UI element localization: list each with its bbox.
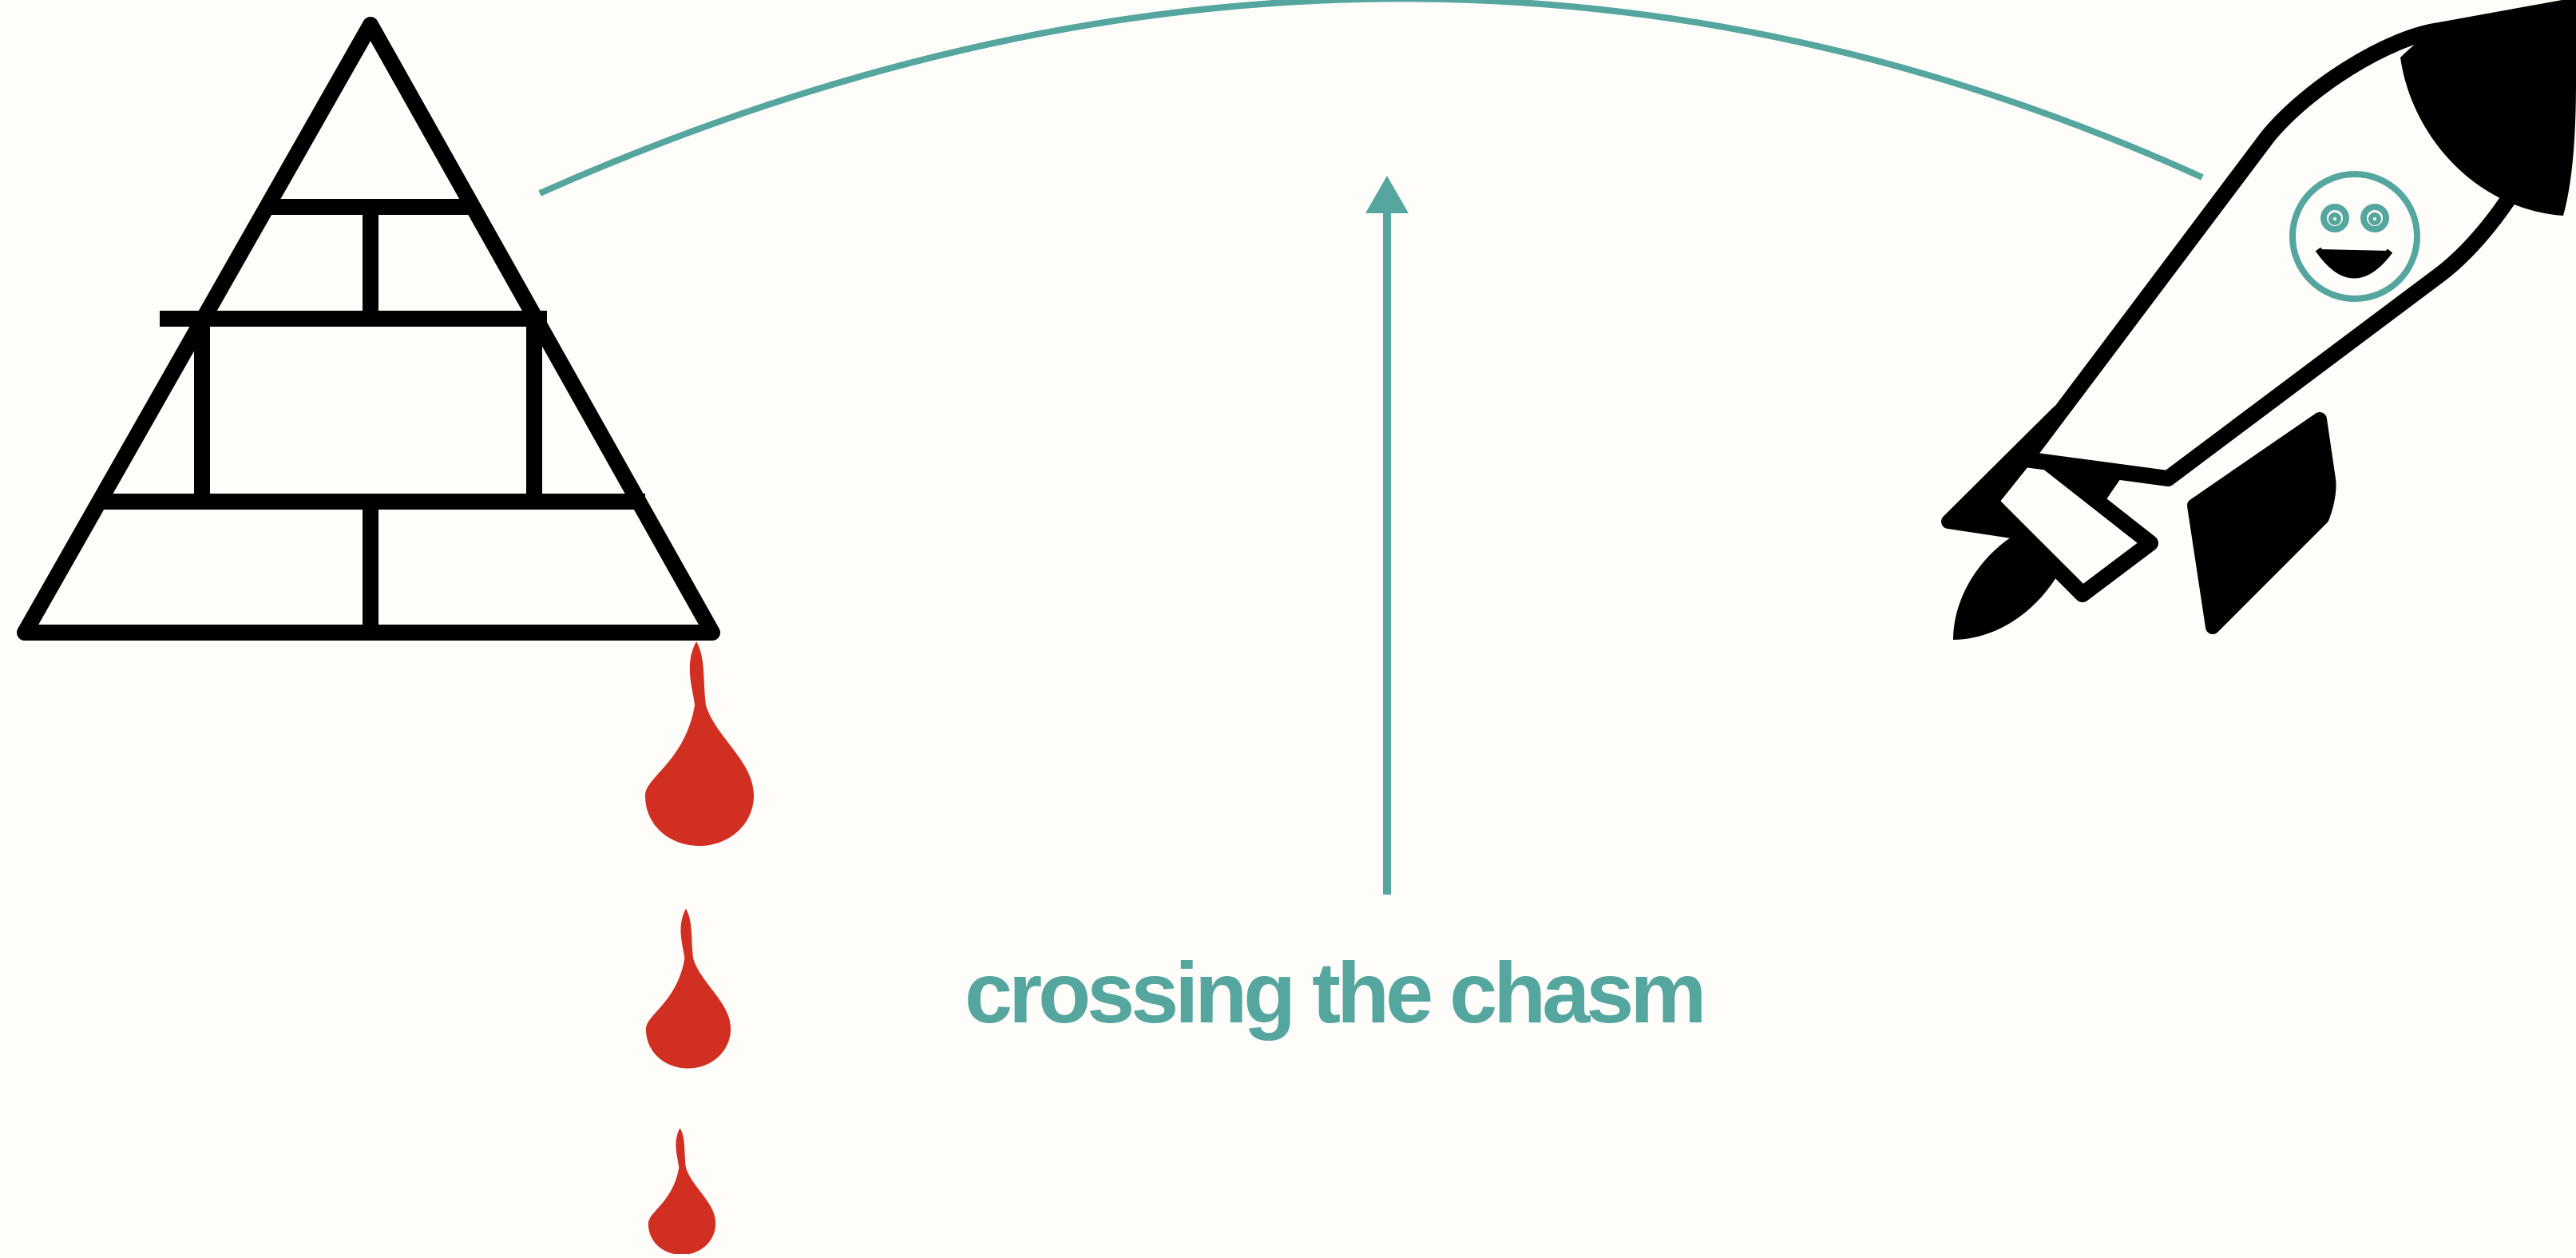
rocket-icon [1948, 6, 2576, 640]
up-arrow-icon [1365, 176, 1409, 895]
pyramid-icon [25, 25, 712, 633]
diagram-caption: crossing the chasm [965, 933, 1803, 1053]
connecting-arc [540, 0, 2202, 193]
blood-drop-icon [648, 1128, 715, 1254]
blood-drop-icon [645, 641, 754, 846]
blood-drops [645, 641, 754, 1254]
arrow-head [1365, 176, 1409, 213]
blood-drop-icon [646, 909, 731, 1069]
